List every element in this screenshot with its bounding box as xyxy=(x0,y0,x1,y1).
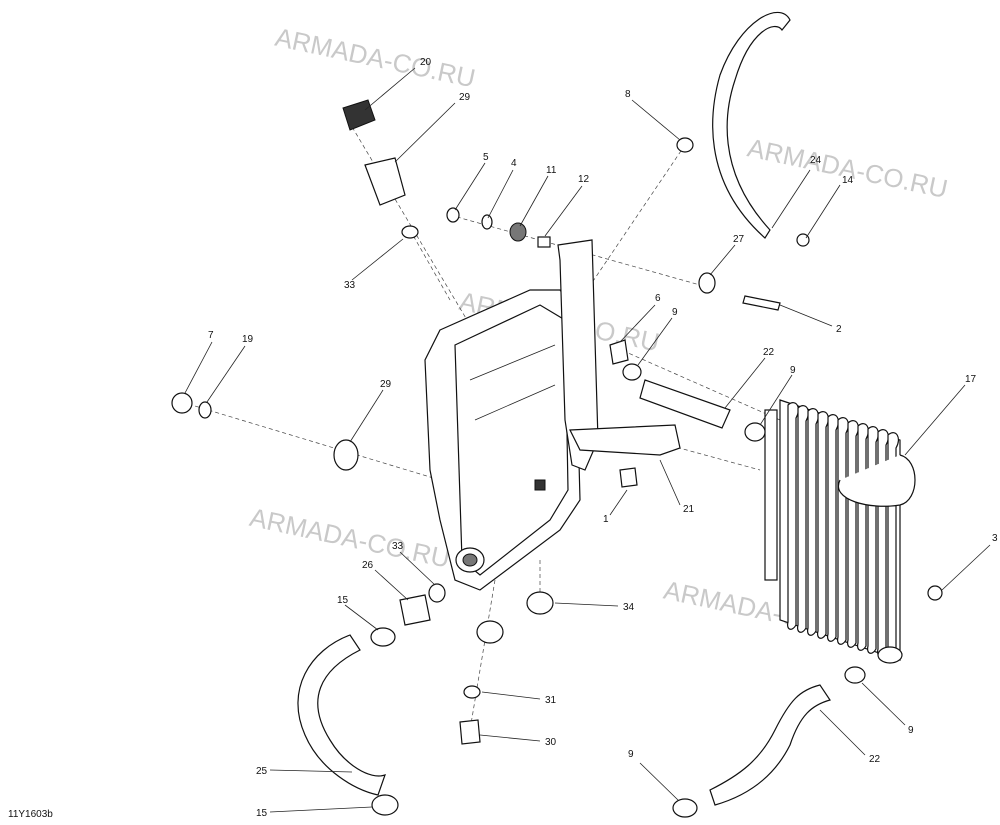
callout: 25 xyxy=(256,766,268,777)
oil-cooler xyxy=(764,399,916,664)
callout: 6 xyxy=(655,293,661,304)
callout: 15 xyxy=(256,808,268,819)
cooler-fin xyxy=(807,408,820,636)
callout: 29 xyxy=(459,92,471,103)
callout: 1 xyxy=(603,514,609,525)
cooler-fin xyxy=(837,417,850,645)
oil-reservoir xyxy=(424,289,581,591)
upper-hose xyxy=(712,11,791,239)
callout: 17 xyxy=(965,374,977,385)
callout: 11 xyxy=(546,165,557,176)
leader-lines xyxy=(184,67,991,813)
callout: 7 xyxy=(208,330,214,341)
cooler-fin xyxy=(817,411,830,639)
fittings xyxy=(171,99,943,818)
callout: 33 xyxy=(344,280,356,291)
callout: 30 xyxy=(545,737,557,748)
callout: 24 xyxy=(810,155,822,166)
lower-left-hose xyxy=(297,634,386,796)
callout: 29 xyxy=(380,379,392,390)
callout: 3 xyxy=(992,533,998,544)
callout: 9 xyxy=(790,365,796,376)
callout: 14 xyxy=(842,175,854,186)
callout: 8 xyxy=(625,89,631,100)
callout: 27 xyxy=(733,234,745,245)
callout: 9 xyxy=(628,749,634,760)
hose-middle xyxy=(639,379,731,429)
callout: 31 xyxy=(545,695,557,706)
callout: 12 xyxy=(578,174,590,185)
callout: 33 xyxy=(392,541,404,552)
callout: 21 xyxy=(683,504,695,515)
callouts: 20 29 8 24 14 5 4 11 12 27 2 33 6 9 22 9… xyxy=(208,57,998,819)
callout: 9 xyxy=(908,725,914,736)
lower-right-hose xyxy=(709,684,831,806)
callout: 9 xyxy=(672,307,678,318)
callout: 22 xyxy=(763,347,775,358)
diagram-code: 11Y1603b xyxy=(8,809,53,820)
mounting-bracket xyxy=(557,239,681,471)
cooler-fin xyxy=(797,405,810,633)
cooler-fin xyxy=(787,402,800,630)
cooler-fin xyxy=(827,414,840,642)
callout: 20 xyxy=(420,57,432,68)
watermark: ARMADA-CO.RU xyxy=(273,22,478,94)
callout: 15 xyxy=(337,595,349,606)
watermark: ARMADA-CO.RU xyxy=(745,132,950,204)
watermark: ARMADA-CO.RU xyxy=(247,502,452,574)
callout: 22 xyxy=(869,754,881,765)
callout: 2 xyxy=(836,324,842,335)
callout: 19 xyxy=(242,334,254,345)
callout: 34 xyxy=(623,602,635,613)
callout: 5 xyxy=(483,152,489,163)
callout: 26 xyxy=(362,560,374,571)
callout: 4 xyxy=(511,158,517,169)
